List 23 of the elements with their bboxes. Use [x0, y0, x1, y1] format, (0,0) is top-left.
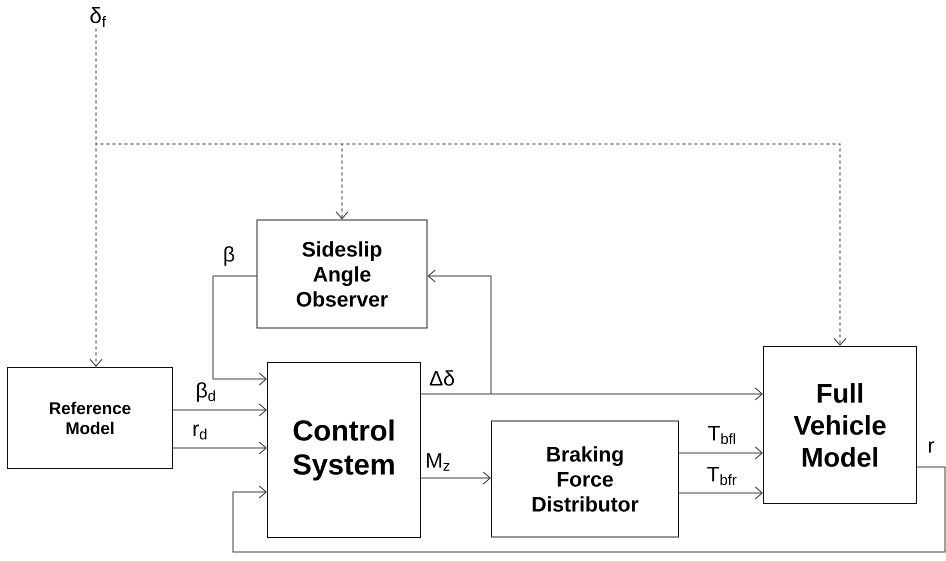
- arrow: [96, 28, 846, 346]
- process-box: Sideslip Angle Observer: [256, 220, 428, 328]
- arrow: [172, 404, 267, 416]
- edge-label: M$_{z}$: [424, 452, 452, 472]
- edge-label: β$_{d}$: [194, 381, 218, 403]
- arrow: [420, 472, 491, 484]
- process-box: Reference Model: [7, 367, 173, 469]
- process-box: Full Vehicle Model: [763, 346, 917, 504]
- edge-label: β: [222, 245, 236, 267]
- arrow: [232, 466, 946, 552]
- edge-label: T$_{bfr}$: [706, 466, 738, 486]
- edge-label: T$_{bfl}$: [706, 424, 738, 446]
- arrow: [420, 270, 492, 394]
- arrow: [212, 276, 267, 386]
- edge-label: Δδ: [428, 369, 456, 387]
- process-box: Braking Force Distributor: [491, 420, 679, 538]
- arrow: [678, 486, 763, 500]
- arrow: [172, 442, 267, 454]
- edge-label: r: [926, 440, 936, 454]
- edge-label: r$_{d}$: [191, 424, 209, 440]
- signal-label: δ$_{f}$: [90, 7, 106, 27]
- process-box: Control System: [267, 362, 421, 538]
- arrow: [678, 446, 763, 460]
